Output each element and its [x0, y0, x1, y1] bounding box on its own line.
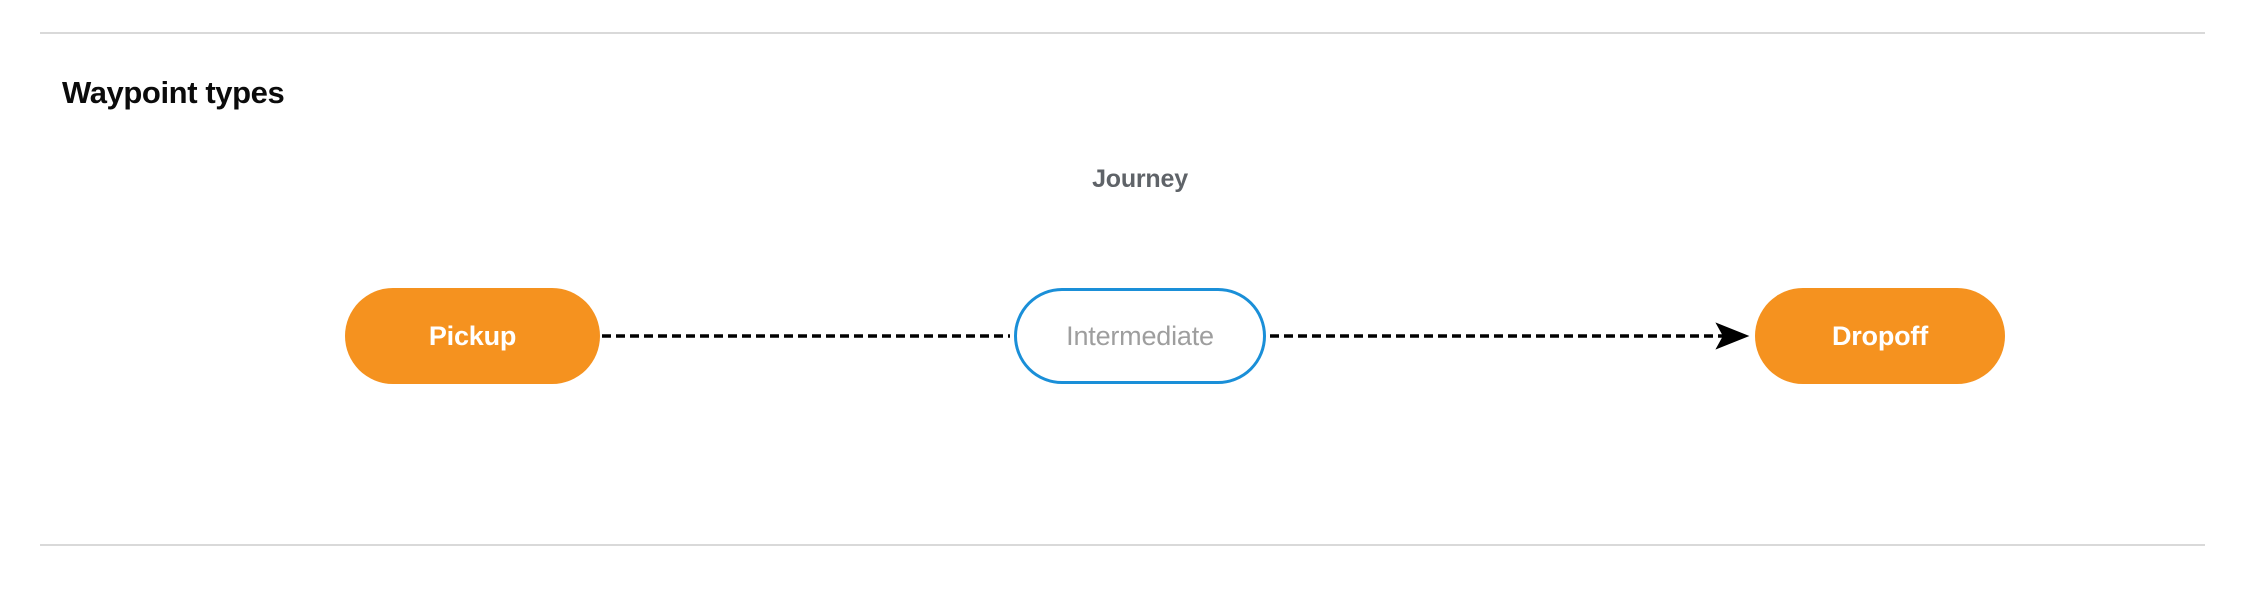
- node-intermediate[interactable]: Intermediate: [1014, 288, 1266, 384]
- diagram-caption-journey: Journey: [1092, 165, 1188, 193]
- node-pickup-label: Pickup: [428, 320, 517, 351]
- node-pickup[interactable]: Pickup: [345, 288, 600, 384]
- divider-top: [40, 32, 2205, 34]
- divider-bottom: [40, 544, 2205, 546]
- node-dropoff-label: Dropoff: [1831, 320, 1929, 351]
- node-intermediate-label: Intermediate: [1066, 320, 1214, 351]
- page-title: Waypoint types: [62, 75, 285, 110]
- node-dropoff[interactable]: Dropoff: [1755, 288, 2005, 384]
